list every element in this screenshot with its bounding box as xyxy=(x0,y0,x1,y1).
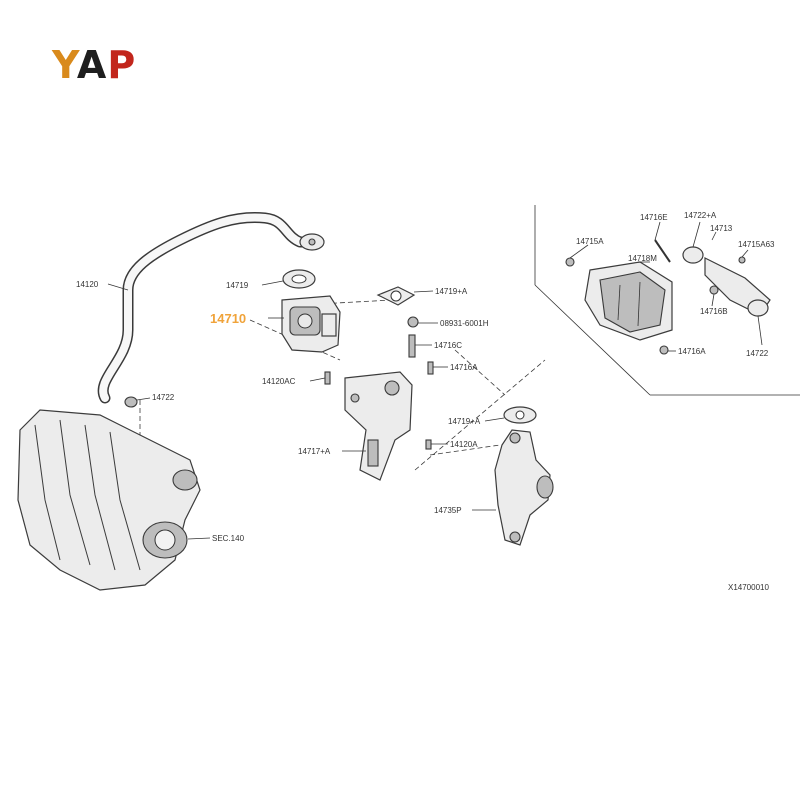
egr-valve-14710 xyxy=(268,295,341,353)
label-inset-14715a3: 14715A63 xyxy=(738,240,775,249)
label-inset-14722a: 14722+A xyxy=(684,211,717,220)
label-clip: 14722 xyxy=(152,393,175,402)
bolts-column xyxy=(407,316,448,375)
label-gasket-top: 14719 xyxy=(226,281,249,290)
label-pipe: 14120 xyxy=(76,280,99,289)
label-inset-14716b: 14716B xyxy=(700,307,728,316)
label-inset-14713: 14713 xyxy=(710,224,733,233)
label-highlight-part: 14710 xyxy=(210,311,246,326)
logo-letter-a: A xyxy=(76,43,108,87)
label-bolt-a: 08931-6001H xyxy=(440,319,489,328)
bracket-14717a xyxy=(342,371,413,481)
cooler-pipe-14735p xyxy=(472,429,554,546)
label-bolt-c: 14716A xyxy=(450,363,478,372)
label-manifold-sec: SEC.140 xyxy=(212,534,245,543)
label-inset-14718m: 14718M xyxy=(628,254,657,263)
label-inset-14715a: 14715A xyxy=(576,237,604,246)
inset-egr-cooler xyxy=(565,221,771,355)
label-bracket: 14717+A xyxy=(298,447,331,456)
label-diagram-id: X14700010 xyxy=(728,583,769,592)
logo-letter-y: Y xyxy=(52,43,77,87)
gasket-mid xyxy=(425,406,537,450)
label-inset-14716a: 14716A xyxy=(678,347,706,356)
label-bolt-mid: 14120A xyxy=(450,440,478,449)
clip-14722 xyxy=(124,396,151,408)
gasket-14719 xyxy=(261,269,316,289)
bolt-14120ac xyxy=(309,371,331,385)
inset-frame xyxy=(534,205,800,396)
intake-manifold xyxy=(17,409,211,591)
label-bolt-b: 14716C xyxy=(434,341,462,350)
gasket-14719a xyxy=(376,286,434,306)
egr-tube-14120 xyxy=(97,211,325,404)
label-gasket-right: 14719+A xyxy=(435,287,468,296)
label-inset-14722: 14722 xyxy=(746,349,769,358)
label-bolt-left: 14120AC xyxy=(262,377,296,386)
yap-logo: YAP xyxy=(52,46,136,84)
label-cooler-pipe: 14735P xyxy=(434,506,462,515)
label-gasket-mid: 14719+A xyxy=(448,417,481,426)
logo-letter-p: P xyxy=(107,43,137,87)
label-inset-14716e: 14716E xyxy=(640,213,668,222)
